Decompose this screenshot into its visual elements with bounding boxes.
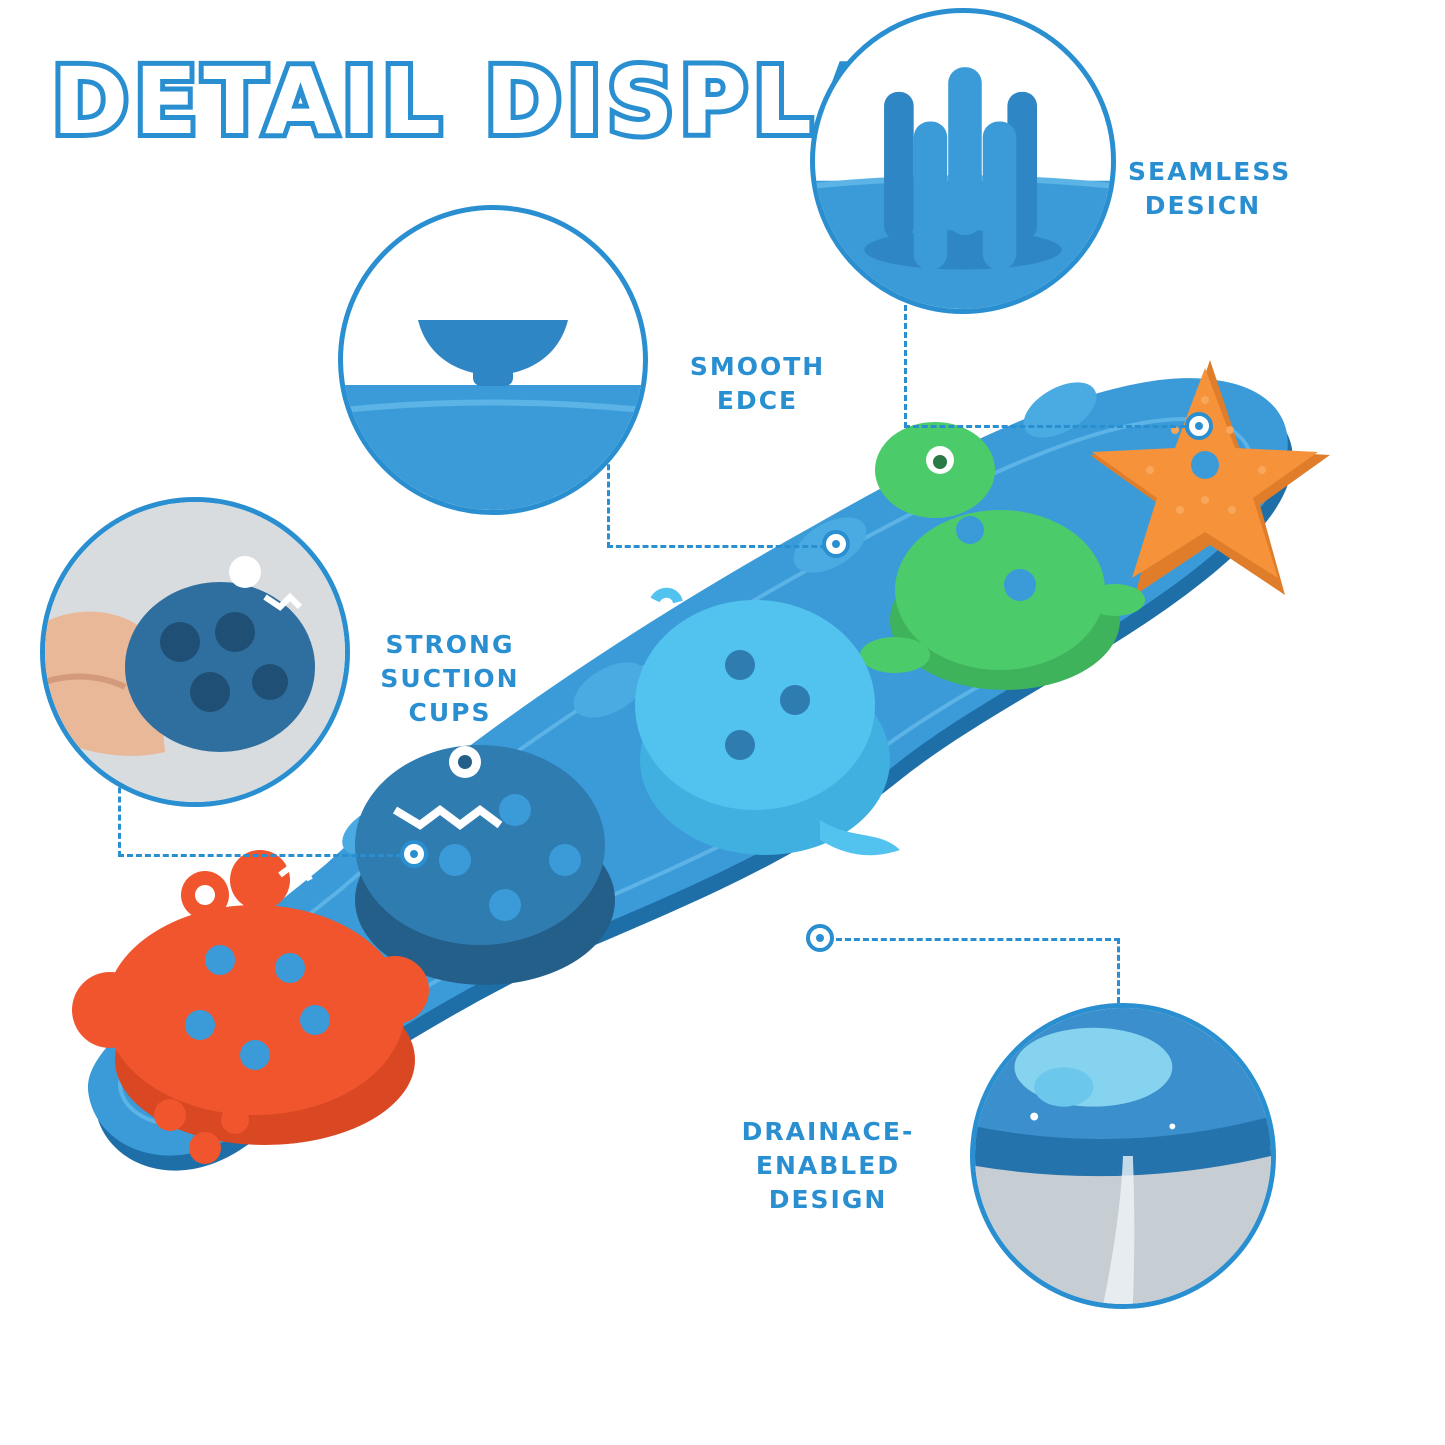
label-suction: STRONG SUCTION CUPS (380, 630, 520, 727)
drainage-illustration (975, 1008, 1271, 1304)
whale-toy (635, 587, 900, 856)
leader-seamless (904, 305, 1203, 428)
detail-circle-drainage (970, 1003, 1276, 1309)
marker-seamless (1185, 412, 1213, 440)
marker-drainage (806, 924, 834, 952)
marker-smooth (822, 530, 850, 558)
label-drainage: DRAINACE-ENABLED DESIGN (741, 1117, 915, 1214)
pegs-illustration (815, 67, 1111, 309)
page-title: DETAIL DISPLAY (47, 43, 959, 160)
hand-holding-toy-illustration (45, 502, 345, 802)
suction-bump (573, 662, 647, 718)
leader-drainage (836, 938, 1120, 1003)
starfish-toy (1090, 360, 1330, 595)
detail-circle-smooth (338, 205, 648, 515)
label-seamless: SEAMLESS DESICN (1128, 157, 1292, 220)
detail-circle-seamless (810, 8, 1116, 314)
turtle-toy (860, 422, 1145, 690)
suction-bump (1023, 382, 1097, 438)
marker-suction (400, 840, 428, 868)
label-smooth: SMOOTH EDCE (689, 352, 826, 415)
suction-cup-illustration (343, 320, 643, 510)
crab-toy (72, 850, 429, 1164)
detail-circle-suction (40, 497, 350, 807)
leader-smooth (607, 447, 835, 548)
leader-suction (118, 742, 411, 857)
